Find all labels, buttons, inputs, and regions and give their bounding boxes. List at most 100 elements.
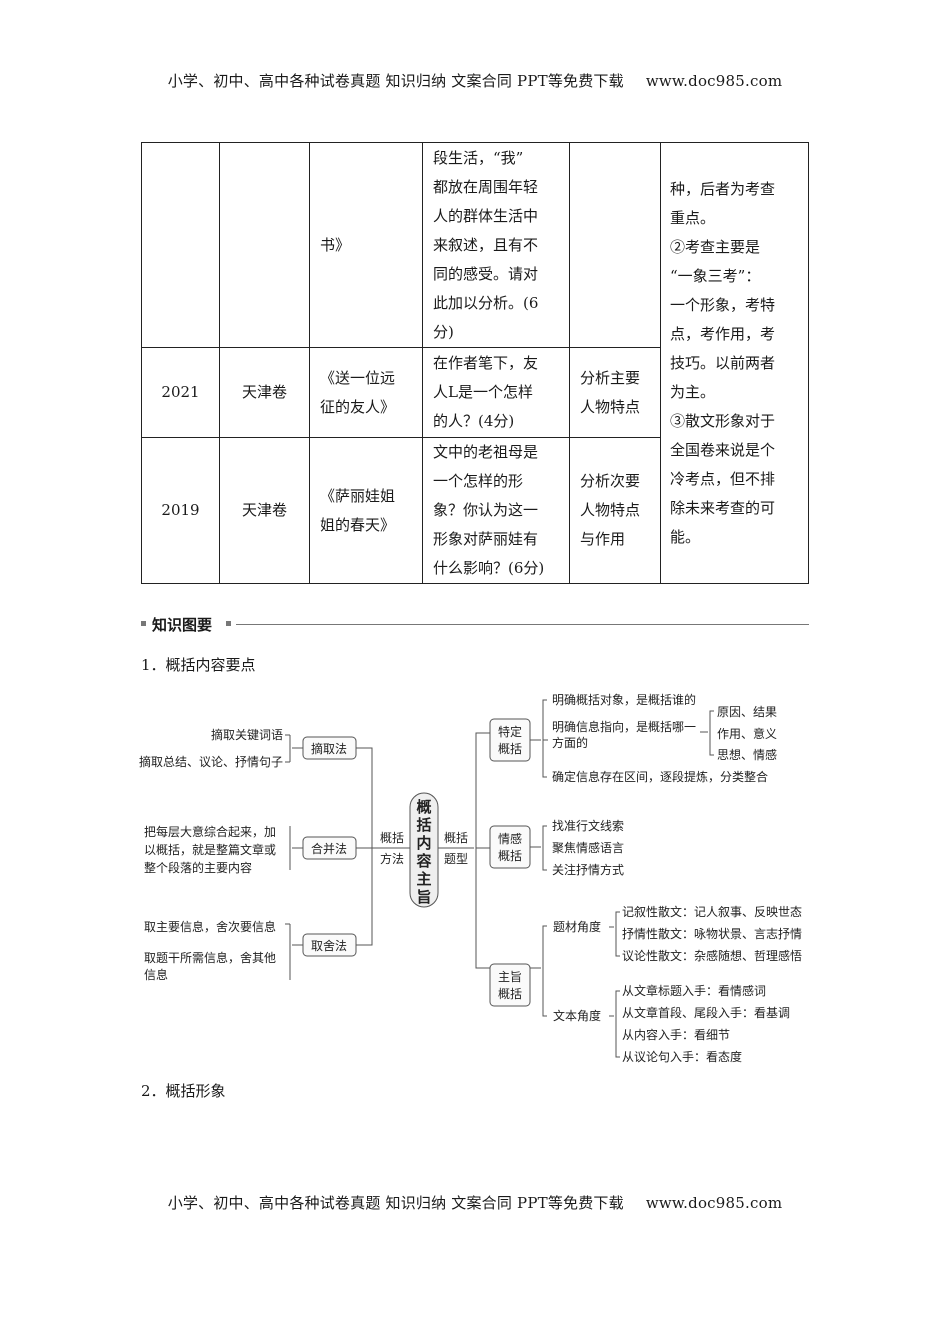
note-line: 一个形象，考特 <box>670 295 776 314</box>
center-char: 旨 <box>416 888 431 906</box>
question-line: 一个怎样的形 <box>433 472 524 490</box>
method-item: 摘取关键词语 <box>211 727 283 742</box>
mind-map: 概 括 内 容 主 旨 概括 方法 概括 题型 摘取法 合并法 取舍法 摘取关键… <box>139 692 802 1064</box>
center-node <box>409 792 439 908</box>
footer-text: 小学、初中、高中各种试卷真题 知识归纳 文案合同 PPT等免费下载 <box>167 1194 624 1212</box>
note-line: 种，后者为考查 <box>670 179 776 198</box>
cell-type: 分析主要 人物特点 <box>569 347 661 438</box>
connector-lines <box>285 699 714 1058</box>
type-label: 概括 <box>498 741 522 756</box>
subheading-label: 概括内容要点 <box>165 656 256 674</box>
type-subitem: 作用、意义 <box>717 726 777 741</box>
angle-item: 从内容入手：看细节 <box>622 1027 730 1042</box>
subheading-label: 概括形象 <box>165 1082 226 1100</box>
type-node <box>489 825 531 869</box>
question-line: 的人？(4分) <box>433 412 515 430</box>
subheading-number: 2． <box>141 1082 166 1100</box>
note-line: 为主。 <box>670 382 716 401</box>
note-line: “一象三考”： <box>670 266 761 285</box>
type-item: 找准行文线索 <box>552 818 624 833</box>
cell-question: 段生活，“我” 都放在周围年轻 人的群体生活中 来叙述，且有不 同的感受。请对 … <box>422 142 570 348</box>
center-char: 主 <box>416 870 431 888</box>
question-line: 段生活，“我” <box>433 148 524 167</box>
question-line: 形象对萨丽娃有 <box>433 530 539 548</box>
cell-type: 分析次要 人物特点 与作用 <box>569 437 661 584</box>
note-line: 重点。 <box>670 208 716 227</box>
method-label: 取舍法 <box>311 938 347 953</box>
cell-title: 《送一位远 征的友人》 <box>309 347 423 438</box>
exam-table: 书》 段生活，“我” 都放在周围年轻 人的群体生活中 来叙述，且有不 同的感受。… <box>141 142 809 584</box>
angle-label: 文本角度 <box>553 1008 601 1023</box>
cell-year <box>141 142 220 348</box>
type-line: 分析次要 <box>580 472 641 490</box>
question-line: 在作者笔下，友 <box>433 354 539 372</box>
center-char: 概 <box>416 798 431 816</box>
header-site: www.doc985.com <box>645 72 783 90</box>
question-line: 象？你认为这一 <box>433 501 539 519</box>
type-label: 概括 <box>498 986 522 1001</box>
method-node <box>302 933 357 957</box>
method-label: 合并法 <box>311 841 347 856</box>
title-line: 姐的春天》 <box>320 515 396 534</box>
type-item: 关注抒情方式 <box>552 862 624 877</box>
section-heading: 知识图要 <box>141 614 809 634</box>
bullet-square <box>141 621 146 626</box>
method-node <box>302 736 357 760</box>
type-label: 情感 <box>498 831 522 846</box>
type-item: 明确信息指向，是概括哪一 <box>552 719 696 734</box>
subheading-1: 1．概括内容要点 <box>141 654 256 675</box>
subheading-2: 2．概括形象 <box>141 1080 226 1101</box>
left-branch-label: 方法 <box>380 851 404 866</box>
table-row: 书》 段生活，“我” 都放在周围年轻 人的群体生活中 来叙述，且有不 同的感受。… <box>141 142 809 584</box>
angle-item: 从议论句入手：看态度 <box>622 1049 742 1064</box>
angle-item: 议论性散文：杂感随想、哲理感悟 <box>622 948 802 963</box>
method-label: 摘取法 <box>311 741 347 756</box>
type-subitem: 原因、结果 <box>717 705 777 719</box>
right-branch-label: 题型 <box>444 852 468 866</box>
cell-title: 《萨丽娃姐 姐的春天》 <box>309 437 423 584</box>
cell-question: 在作者笔下，友 人L是一个怎样 的人？(4分) <box>422 347 570 438</box>
method-item: 把每层大意综合起来，加 <box>144 824 276 839</box>
footer-site: www.doc985.com <box>645 1194 783 1212</box>
table-row: 2021 天津卷 《送一位远 征的友人》 在作者笔下，友 人L是一个怎样 的人？… <box>141 347 809 438</box>
method-item: 取主要信息，舍次要信息 <box>144 919 276 934</box>
note-line: 技巧。以前两者 <box>670 353 776 372</box>
question-line: 分) <box>433 322 454 341</box>
angle-item: 从文章首段、尾段入手：看基调 <box>622 1005 790 1020</box>
note-line: ②考查主要是 <box>670 237 761 256</box>
note-line: 除未来考查的可 <box>670 498 776 517</box>
note-line: 全国卷来说是个 <box>670 440 776 459</box>
note-line: 能。 <box>670 527 701 546</box>
section-rule <box>236 624 809 625</box>
center-char: 内 <box>416 834 431 852</box>
question-line: 同的感受。请对 <box>433 264 539 283</box>
type-item: 明确概括对象，是概括谁的 <box>552 692 696 707</box>
cell-region: 天津卷 <box>219 437 310 584</box>
type-line: 与作用 <box>580 530 626 548</box>
question-line: 都放在周围年轻 <box>433 177 539 196</box>
type-item: 确定信息存在区间，逐段提炼，分类整合 <box>552 769 768 784</box>
left-branch-label: 概括 <box>380 830 404 845</box>
note-line: 冷考点，但不排 <box>670 469 776 488</box>
cell-region: 天津卷 <box>219 347 310 438</box>
method-item: 整个段落的主要内容 <box>144 860 252 875</box>
section-label: 知识图要 <box>152 616 213 634</box>
subheading-number: 1． <box>141 656 166 674</box>
question-line: 此加以分析。(6 <box>433 293 539 312</box>
type-line: 人物特点 <box>580 397 641 416</box>
type-node <box>489 963 531 1007</box>
type-label: 概括 <box>498 848 522 863</box>
angle-item: 记叙性散文：记人叙事、反映世态 <box>622 904 802 919</box>
cell-note: 种，后者为考查 重点。 ②考查主要是 “一象三考”： 一个形象，考特 点，考作用… <box>660 142 809 584</box>
question-line: 文中的老祖母是 <box>433 443 539 461</box>
cell-year: 2021 <box>141 347 220 438</box>
type-item: 方面的 <box>552 735 588 750</box>
page-footer: 小学、初中、高中各种试卷真题 知识归纳 文案合同 PPT等免费下载 www.doc… <box>0 1192 950 1213</box>
method-node <box>302 836 357 860</box>
type-label: 特定 <box>498 724 522 739</box>
angle-label: 题材角度 <box>553 919 601 934</box>
title-line: 征的友人》 <box>320 397 396 416</box>
center-char: 容 <box>415 852 431 870</box>
cell-question: 文中的老祖母是 一个怎样的形 象？你认为这一 形象对萨丽娃有 什么影响？(6分) <box>422 437 570 584</box>
